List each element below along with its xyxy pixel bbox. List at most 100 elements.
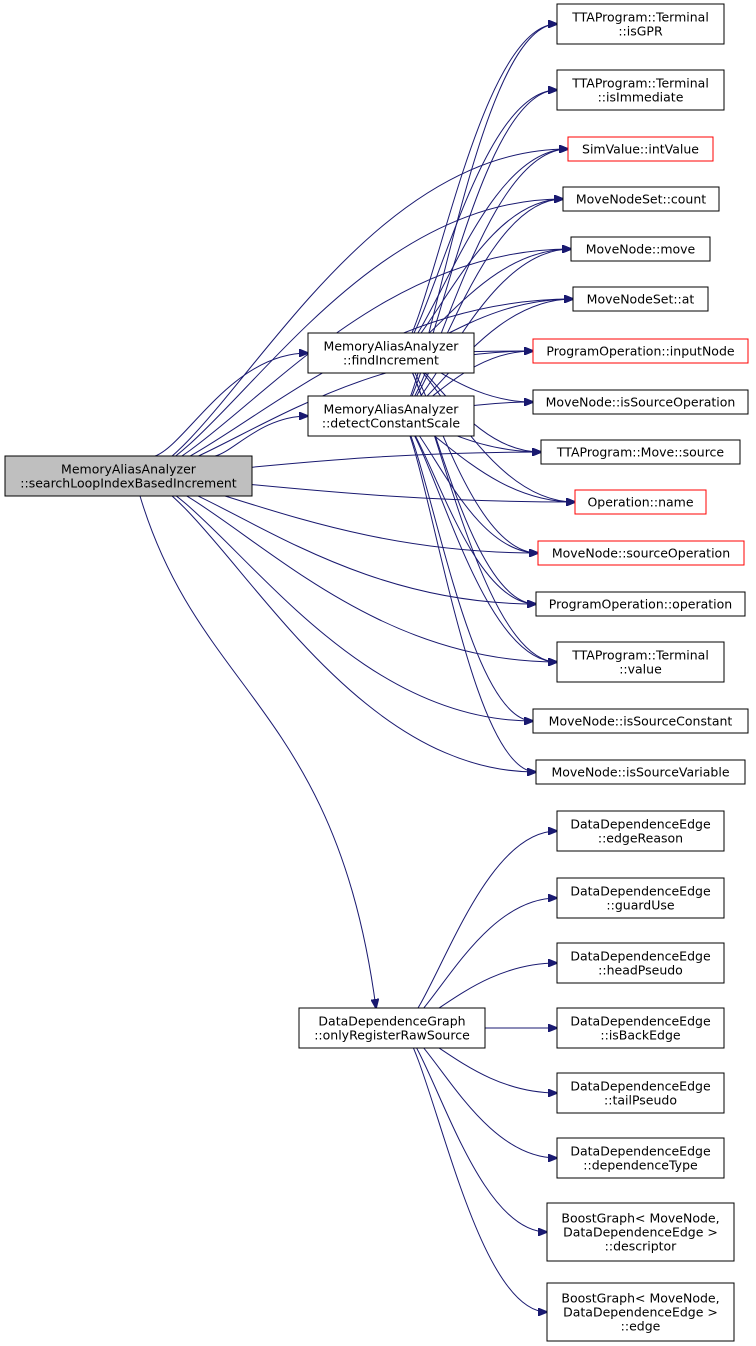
edge-line	[401, 1027, 547, 1312]
node-ddg[interactable]: DataDependenceGraph::onlyRegisterRawSour…	[298, 1007, 486, 1049]
edge-detect-to-isGPR	[400, 24, 557, 417]
node-label: TTAProgram::Move::source	[556, 445, 725, 460]
node-box	[567, 136, 714, 162]
edge-line	[400, 149, 568, 354]
node-box	[556, 69, 725, 111]
node-box	[298, 1007, 486, 1049]
node-box	[532, 338, 749, 364]
node-isImm[interactable]: TTAProgram::Terminal::isImmediate	[556, 69, 725, 111]
edge-root-to-findInc	[154, 353, 308, 457]
node-box	[4, 455, 253, 497]
node-at[interactable]: MoveNodeSet::at	[572, 286, 709, 312]
edge-root-to-detect	[214, 416, 308, 457]
node-label: TTAProgram::Terminal	[571, 10, 709, 25]
node-label: ::findIncrement	[343, 353, 439, 368]
node-count[interactable]: MoveNodeSet::count	[562, 186, 720, 212]
node-isSrcOp[interactable]: MoveNode::isSourceOperation	[532, 389, 749, 415]
node-source[interactable]: TTAProgram::Move::source	[540, 439, 741, 465]
edge-line	[141, 475, 536, 772]
edge-line	[141, 149, 568, 477]
node-tailPseudo[interactable]: DataDependenceEdge::tailPseudo	[556, 1072, 725, 1114]
edge-root-to-count	[141, 199, 563, 477]
node-box	[562, 186, 720, 212]
node-label: ::edge	[621, 1319, 661, 1334]
node-edge[interactable]: BoostGraph< MoveNode,DataDependenceEdge …	[546, 1282, 735, 1342]
node-inputNode[interactable]: ProgramOperation::inputNode	[532, 338, 749, 364]
node-name[interactable]: Operation::name	[574, 489, 707, 515]
node-srcOp[interactable]: MoveNode::sourceOperation	[537, 540, 745, 566]
edge-line	[400, 352, 536, 604]
node-guardUse[interactable]: DataDependenceEdge::guardUse	[556, 877, 725, 919]
node-depType[interactable]: DataDependenceEdge::dependenceType	[556, 1137, 725, 1179]
edge-detect-to-isImm	[400, 90, 557, 417]
node-box	[556, 1007, 725, 1049]
node-box	[307, 332, 475, 374]
node-label: DataDependenceEdge	[570, 1014, 711, 1029]
edge-line	[141, 199, 563, 477]
node-label: DataDependenceEdge	[570, 1079, 711, 1094]
edge-line	[400, 352, 557, 662]
node-layer: MemoryAliasAnalyzer::searchLoopIndexBase…	[4, 3, 749, 1342]
node-box	[537, 540, 745, 566]
node-box	[546, 1282, 735, 1342]
node-operation[interactable]: ProgramOperation::operation	[535, 591, 746, 617]
node-box	[574, 489, 707, 515]
edge-findInc-to-termValue	[400, 352, 557, 662]
node-label: TTAProgram::Terminal	[571, 76, 709, 91]
node-isBackEdge[interactable]: DataDependenceEdge::isBackEdge	[556, 1007, 725, 1049]
edge-line	[400, 149, 568, 417]
node-label: DataDependenceEdge	[570, 884, 711, 899]
node-label: MemoryAliasAnalyzer	[324, 402, 460, 417]
edge-line	[401, 1027, 547, 1232]
node-isGPR[interactable]: TTAProgram::Terminal::isGPR	[556, 3, 725, 45]
edge-detect-to-isSrcConst	[400, 415, 533, 721]
node-isSrcConst[interactable]: MoveNode::isSourceConstant	[532, 708, 749, 734]
node-root[interactable]: MemoryAliasAnalyzer::searchLoopIndexBase…	[4, 455, 253, 497]
edge-findInc-to-isGPR	[400, 24, 557, 354]
edge-root-to-termValue	[141, 475, 557, 662]
node-label: DataDependenceEdge	[570, 817, 711, 832]
node-label: DataDependenceEdge >	[563, 1305, 718, 1320]
edge-line	[400, 90, 557, 417]
node-detect[interactable]: MemoryAliasAnalyzer::detectConstantScale	[307, 395, 475, 437]
node-box	[532, 389, 749, 415]
edge-layer	[139, 24, 575, 1312]
node-headPseudo[interactable]: DataDependenceEdge::headPseudo	[556, 942, 725, 984]
edge-root-to-ddg	[139, 495, 376, 1008]
edge-ddg-to-edge	[401, 1027, 547, 1312]
node-label: ::descriptor	[605, 1239, 678, 1254]
node-label: ::value	[619, 662, 662, 677]
edge-line	[400, 90, 557, 354]
node-edgeReason[interactable]: DataDependenceEdge::edgeReason	[556, 810, 725, 852]
node-label: SimValue::intValue	[582, 142, 699, 157]
node-label: DataDependenceGraph	[318, 1014, 465, 1029]
edge-findInc-to-operation	[400, 352, 536, 604]
node-intValue[interactable]: SimValue::intValue	[567, 136, 714, 162]
edge-line	[400, 415, 538, 553]
node-label: ::onlyRegisterRawSource	[314, 1028, 470, 1043]
node-descriptor[interactable]: BoostGraph< MoveNode,DataDependenceEdge …	[546, 1202, 735, 1262]
node-termValue[interactable]: TTAProgram::Terminal::value	[556, 641, 725, 683]
node-findInc[interactable]: MemoryAliasAnalyzer::findIncrement	[307, 332, 475, 374]
node-label: TTAProgram::Terminal	[571, 648, 709, 663]
node-box	[570, 236, 711, 262]
node-label: ::dependenceType	[583, 1158, 698, 1173]
edge-line	[400, 415, 536, 772]
node-label: ::tailPseudo	[604, 1093, 677, 1108]
edge-line	[400, 415, 533, 721]
node-label: ProgramOperation::inputNode	[546, 344, 734, 359]
node-label: DataDependenceEdge	[570, 1144, 711, 1159]
node-box	[535, 591, 746, 617]
node-isSrcVar[interactable]: MoveNode::isSourceVariable	[535, 759, 746, 785]
node-label: MoveNodeSet::at	[587, 292, 695, 307]
node-move[interactable]: MoveNode::move	[570, 236, 711, 262]
edge-root-to-isSrcConst	[141, 475, 533, 721]
node-box	[556, 877, 725, 919]
node-label: ::guardUse	[606, 898, 674, 913]
edge-detect-to-isSrcVar	[400, 415, 536, 772]
node-box	[556, 3, 725, 45]
node-label: ProgramOperation::operation	[549, 597, 732, 612]
node-box	[546, 1202, 735, 1262]
edge-root-to-isSrcVar	[141, 475, 536, 772]
node-box	[532, 708, 749, 734]
